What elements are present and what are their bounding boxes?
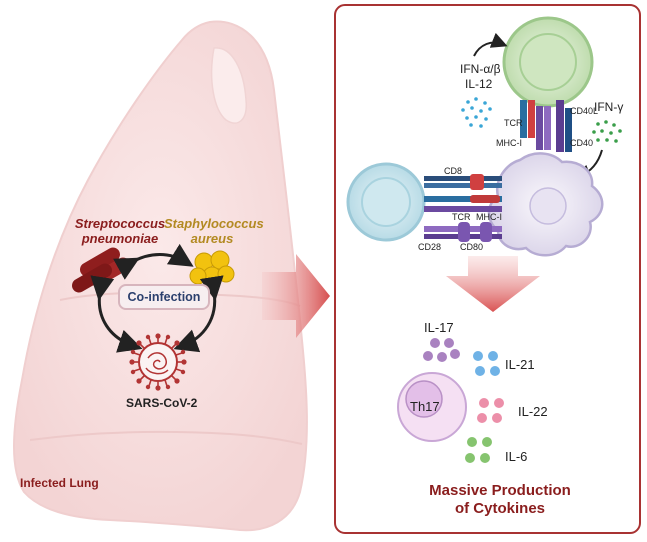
il-6-label: IL-6 [505, 449, 528, 464]
receptor-mhc-left: MHC-I [476, 212, 502, 222]
staphylococcus-label-line1: Staphylococcus [164, 216, 264, 231]
il-21-label: IL-21 [505, 357, 535, 372]
organ-label: Infected Lung [20, 476, 99, 490]
right-panel-title-line1: Massive Production [429, 482, 571, 499]
receptor-mhc-top: MHC-I [496, 138, 522, 148]
receptor-cd80: CD80 [460, 242, 484, 252]
dendritic-cell-icon [487, 152, 604, 257]
il-6-dots [465, 437, 492, 463]
receptor-tcr-top: TCR [504, 118, 523, 128]
left-receptor-pairs [424, 174, 502, 242]
coinfection-label: Co-infection [118, 284, 210, 310]
staphylococcus-label-line2: aureus [190, 231, 234, 246]
th17-label: Th17 [410, 399, 440, 414]
receptor-cd28: CD28 [418, 242, 442, 252]
down-arrow-icon [446, 256, 540, 312]
sars-cov-2-virus-icon [129, 333, 187, 391]
il-22-label: IL-22 [518, 404, 548, 419]
ifn-ab-label: IFN-α/β [460, 62, 501, 76]
staphylococcus-bacteria-icon [189, 250, 235, 286]
virus-label: SARS-CoV-2 [126, 396, 198, 410]
receptor-cd8: CD8 [444, 166, 463, 176]
t-helper-cell-icon [502, 16, 594, 108]
right-panel-title: Massive Production of Cytokines [395, 482, 605, 518]
il-12-label: IL-12 [465, 77, 493, 91]
cd8-t-cell-icon [346, 162, 426, 242]
ifn-ab-arrow-icon [473, 32, 508, 57]
receptor-cd40: CD40 [570, 138, 594, 148]
staphylococcus-label: Staphylococcus aureus [164, 216, 264, 246]
transition-arrow-icon [262, 254, 330, 338]
il-17-dots [423, 338, 460, 362]
right-panel-title-line2: of Cytokines [454, 500, 545, 517]
il-17-label: IL-17 [424, 320, 454, 335]
th17-cell-icon [397, 372, 467, 442]
top-receptor-pairs [520, 100, 572, 152]
receptor-cd40l: CD40L [570, 106, 599, 116]
streptococcus-label-line2: pneumoniae [81, 231, 159, 246]
il-21-dots [473, 351, 500, 376]
il-12-dots [461, 97, 492, 128]
streptococcus-label: Streptococcus pneumoniae [72, 216, 168, 246]
ifn-g-label: IFN-γ [594, 100, 624, 114]
coinfection-cycle-arrows [90, 243, 224, 353]
il-22-dots [477, 398, 504, 423]
ifn-g-dots [592, 120, 622, 143]
streptococcus-label-line1: Streptococcus [74, 216, 166, 231]
receptor-tcr-left: TCR [452, 212, 471, 222]
